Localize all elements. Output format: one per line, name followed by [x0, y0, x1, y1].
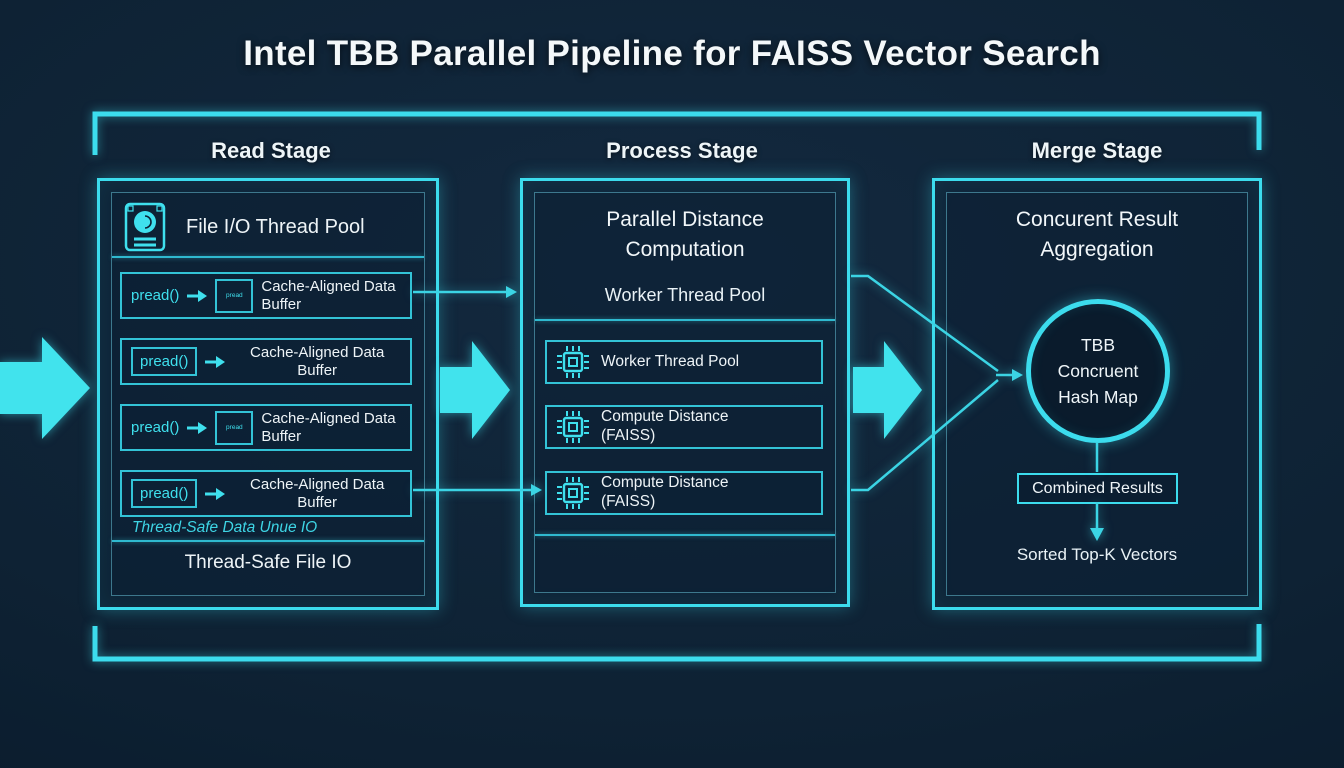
merge-stage-panel: Concurent Result Aggregation TBB Concrue…	[946, 192, 1248, 596]
buffer-mini-box: pread	[215, 410, 254, 445]
process-stage-label: Process Stage	[606, 138, 758, 163]
merge-stage-label: Merge Stage	[1031, 138, 1163, 163]
hash-map-line: Hash Map	[1058, 387, 1138, 408]
arrow-right-icon	[187, 289, 208, 302]
file-io-pool-header: File I/O Thread Pool	[124, 201, 414, 253]
pread-call: pread()	[131, 347, 198, 376]
arrow-right-icon	[205, 487, 226, 500]
worker-thread-pool-row: Worker Thread Pool	[545, 340, 823, 384]
cpu-chip-icon	[557, 346, 589, 378]
big-flow-arrow-input	[0, 337, 90, 439]
hard-disk-icon	[124, 202, 166, 252]
buffer-label: Cache-Aligned Data Buffer	[250, 344, 385, 379]
pread-row-1: pread() pread Cache-Aligned Data Buffer	[120, 272, 412, 319]
process-bottom-divider	[535, 534, 835, 536]
process-top-divider	[535, 319, 835, 321]
read-stage-label: Read Stage	[211, 138, 331, 163]
combined-results-box: Combined Results	[1017, 473, 1178, 504]
hash-map-line: Concruent	[1057, 360, 1139, 381]
read-stage-footer: Thread-Safe File IO	[184, 552, 352, 573]
tbb-hash-map-node: TBB Concruent Hash Map	[1026, 299, 1170, 443]
process-stage-panel: Parallel Distance Computation Worker Thr…	[534, 192, 836, 593]
read-header-divider	[112, 256, 424, 258]
read-stage-box: File I/O Thread Pool pread() pread Cache…	[97, 178, 439, 610]
cpu-chip-icon	[557, 411, 589, 443]
read-stage-panel: File I/O Thread Pool pread() pread Cache…	[111, 192, 425, 596]
read-footer-divider	[112, 540, 424, 542]
hash-map-line: TBB	[1080, 334, 1116, 355]
buffer-label: Cache-Aligned Data Buffer	[250, 476, 385, 511]
cpu-chip-icon	[557, 477, 589, 509]
compute-distance-label: Compute Distance (FAISS)	[601, 408, 729, 444]
process-subheading: Worker Thread Pool	[604, 285, 766, 305]
outer-frame-bottom	[92, 624, 1262, 662]
compute-distance-row-1: Compute Distance (FAISS)	[545, 405, 823, 449]
sorted-output-label: Sorted Top-K Vectors	[1016, 545, 1178, 564]
pread-call: pread()	[131, 479, 198, 508]
file-io-pool-title: File I/O Thread Pool	[186, 215, 365, 238]
process-heading: Parallel Distance Computation	[606, 208, 764, 261]
arrow-right-icon	[187, 421, 208, 434]
diagram-title: Intel TBB Parallel Pipeline for FAISS Ve…	[243, 34, 1101, 73]
pread-call: pread()	[131, 287, 180, 304]
buffer-label: Cache-Aligned Data Buffer	[261, 278, 396, 313]
compute-distance-label: Compute Distance (FAISS)	[601, 474, 729, 510]
pread-row-4: pread() Cache-Aligned Data Buffer	[120, 470, 412, 517]
process-stage-box: Parallel Distance Computation Worker Thr…	[520, 178, 850, 607]
arrow-right-icon	[205, 355, 226, 368]
big-flow-arrow-process-to-merge	[853, 341, 922, 439]
connector-row1-arrowhead	[506, 286, 517, 298]
pread-call: pread()	[131, 419, 180, 436]
worker-thread-pool-label: Worker Thread Pool	[601, 352, 740, 370]
big-flow-arrow-read-to-process	[440, 341, 510, 439]
merge-heading: Concurent Result Aggregation	[1015, 208, 1179, 261]
pread-row-3: pread() pread Cache-Aligned Data Buffer	[120, 404, 412, 451]
buffer-mini-box: pread	[215, 278, 254, 313]
pread-row-2: pread() Cache-Aligned Data Buffer	[120, 338, 412, 385]
thread-safe-queue-note: Thread-Safe Data Unue IO	[132, 519, 318, 536]
buffer-label: Cache-Aligned Data Buffer	[261, 410, 396, 445]
merge-stage-box: Concurent Result Aggregation TBB Concrue…	[932, 178, 1262, 610]
compute-distance-row-2: Compute Distance (FAISS)	[545, 471, 823, 515]
